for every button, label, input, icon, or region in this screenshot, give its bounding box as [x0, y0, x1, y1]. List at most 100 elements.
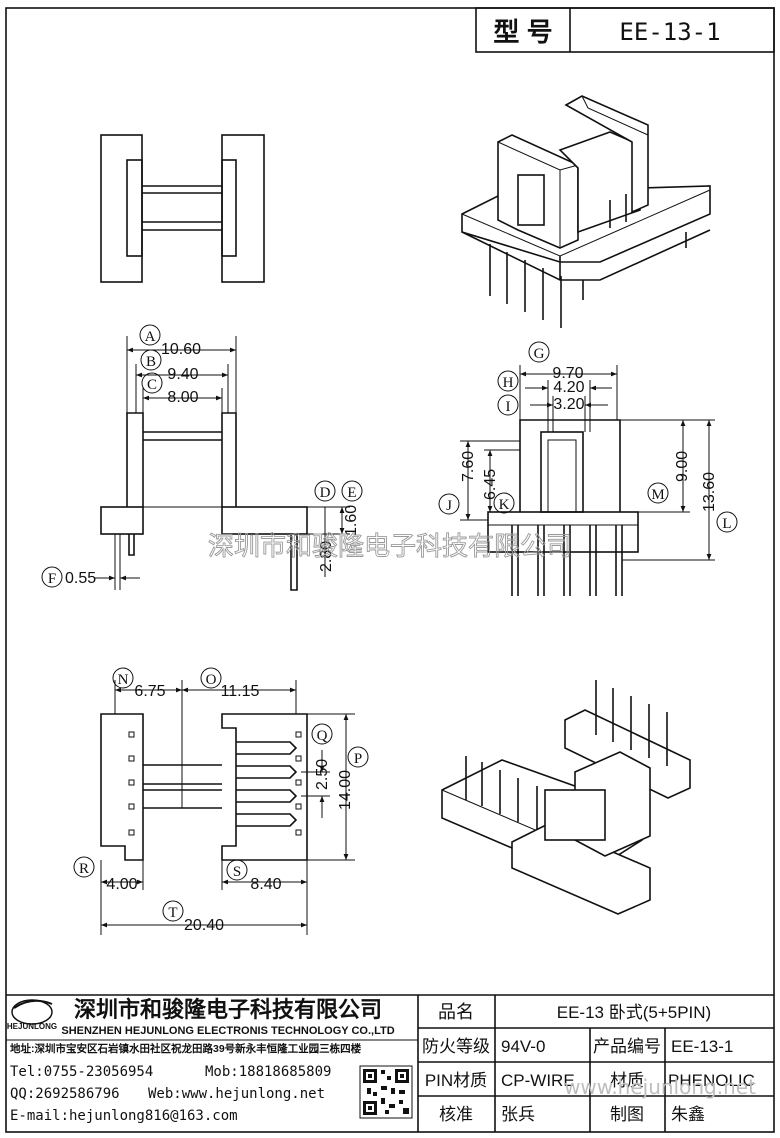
qr-code	[359, 1065, 413, 1119]
iso2-pins	[465, 680, 668, 830]
dim-Q: Q 2.50	[311, 723, 333, 790]
material-value: PHENOLIC	[668, 1071, 755, 1090]
dim-R: R 4.00	[73, 856, 138, 893]
svg-text:1.60: 1.60	[343, 505, 360, 536]
top-view	[100, 134, 265, 283]
svg-text:Q: Q	[317, 728, 328, 744]
company-logo: HEJUNLONG	[7, 999, 57, 1031]
isometric-view-bottom	[441, 680, 691, 915]
dim-K: K6.45	[482, 469, 515, 514]
svg-text:O: O	[206, 672, 217, 688]
bottom-pin-fingers	[236, 741, 298, 827]
watermark-center: 深圳市和骏隆电子科技有限公司	[208, 532, 572, 562]
bottom-view	[100, 680, 355, 935]
svg-text:P: P	[354, 751, 362, 767]
svg-text:B: B	[146, 354, 156, 370]
company-name-cn: 深圳市和骏隆电子科技有限公司	[74, 997, 382, 1022]
svg-text:L: L	[722, 516, 731, 532]
product-name-label: 品名	[438, 1002, 474, 1022]
bottom-pin-dots	[128, 731, 302, 836]
svg-text:2.80: 2.80	[318, 541, 335, 572]
svg-text:10.60: 10.60	[161, 341, 201, 358]
sheet-border	[5, 7, 775, 1133]
flame-rating-label: 防火等级	[422, 1037, 490, 1056]
svg-text:T: T	[168, 905, 177, 921]
pin-material-value: CP-WIRE	[501, 1071, 575, 1090]
svg-text:J: J	[446, 498, 452, 514]
dim-J: J 7.60	[438, 451, 477, 515]
svg-text:4.00: 4.00	[106, 876, 137, 893]
model-value: EE-13-1	[619, 18, 720, 46]
svg-text:K: K	[499, 497, 510, 513]
dim-E: E 1.60	[341, 480, 363, 536]
svg-text:14.00: 14.00	[337, 770, 354, 810]
company-qq: QQ:2692586796	[10, 1086, 120, 1102]
model-header: 型 号 EE-13-1	[475, 7, 775, 53]
svg-text:6.75: 6.75	[134, 683, 165, 700]
dim-D: D 2.80	[314, 480, 336, 572]
material-label: 材质	[610, 1071, 644, 1090]
approve-value: 张兵	[501, 1105, 535, 1124]
product-code-value: EE-13-1	[671, 1037, 733, 1056]
company-address: 地址:深圳市宝安区石岩镇水田社区祝龙田路39号新永丰恒隆工业园三栋四楼	[10, 1042, 362, 1055]
dim-M: M 9.00	[647, 451, 691, 504]
svg-text:M: M	[651, 487, 664, 503]
svg-text:8.00: 8.00	[167, 389, 198, 406]
watermark-footer: www.hejunlong.net	[564, 1075, 756, 1099]
company-tel: Tel:0755-23056954	[10, 1064, 153, 1080]
company-name-en: SHENZHEN HEJUNLONG ELECTRONIS TECHNOLOGY…	[61, 1025, 394, 1037]
svg-text:F: F	[48, 571, 56, 587]
dim-P: P14.00	[337, 746, 369, 810]
svg-text:C: C	[147, 377, 157, 393]
svg-text:S: S	[233, 864, 241, 880]
drawn-by-label: 制图	[610, 1105, 644, 1124]
svg-text:G: G	[534, 346, 545, 362]
dim-A: A 10.60	[139, 324, 201, 358]
model-label: 型 号	[493, 17, 552, 47]
dim-H: H 4.20	[497, 370, 585, 396]
svg-text:2.50: 2.50	[314, 759, 331, 790]
flame-rating-value: 94V-0	[501, 1037, 545, 1056]
svg-text:9.40: 9.40	[167, 366, 198, 383]
dim-N: N 6.75	[112, 667, 166, 700]
svg-text:HEJUNLONG: HEJUNLONG	[7, 1022, 57, 1031]
side-view	[460, 365, 715, 596]
approve-label: 核准	[439, 1105, 473, 1124]
company-mobile: Mob:18818685809	[205, 1064, 331, 1080]
dim-O: O11.15	[200, 667, 260, 700]
svg-text:20.40: 20.40	[184, 917, 224, 934]
svg-text:9.00: 9.00	[674, 451, 691, 482]
product-name-value: EE-13 卧式(5+5PIN)	[557, 1003, 711, 1022]
dim-C: C 8.00	[141, 372, 199, 406]
svg-text:6.45: 6.45	[482, 469, 499, 500]
svg-text:N: N	[118, 672, 129, 688]
company-email: E-mail:hejunlong816@163.com	[10, 1108, 238, 1124]
svg-text:I: I	[506, 399, 511, 415]
title-block: HEJUNLONG 深圳市和骏隆电子科技有限公司 SHENZHEN HEJUNL…	[6, 994, 774, 1132]
svg-text:H: H	[503, 375, 514, 391]
dim-L: L13.60	[701, 472, 738, 533]
svg-text:13.60: 13.60	[701, 472, 718, 512]
svg-text:E: E	[347, 485, 356, 501]
pin-material-label: PIN材质	[425, 1071, 487, 1090]
svg-text:7.60: 7.60	[460, 451, 477, 482]
svg-text:4.20: 4.20	[553, 379, 584, 396]
dim-G: G 9.70	[528, 341, 584, 382]
dim-T: T 20.40	[162, 900, 224, 934]
product-code-label: 产品编号	[593, 1037, 661, 1056]
svg-text:9.70: 9.70	[552, 365, 583, 382]
svg-text:D: D	[320, 485, 331, 501]
svg-text:A: A	[145, 329, 156, 345]
svg-text:R: R	[79, 861, 89, 877]
svg-text:11.15: 11.15	[221, 683, 260, 700]
dim-S: S8.40	[226, 859, 282, 893]
side-pins	[511, 525, 623, 596]
dim-B: B 9.40	[140, 349, 199, 383]
isometric-view-top	[461, 95, 711, 328]
front-view	[95, 336, 350, 591]
